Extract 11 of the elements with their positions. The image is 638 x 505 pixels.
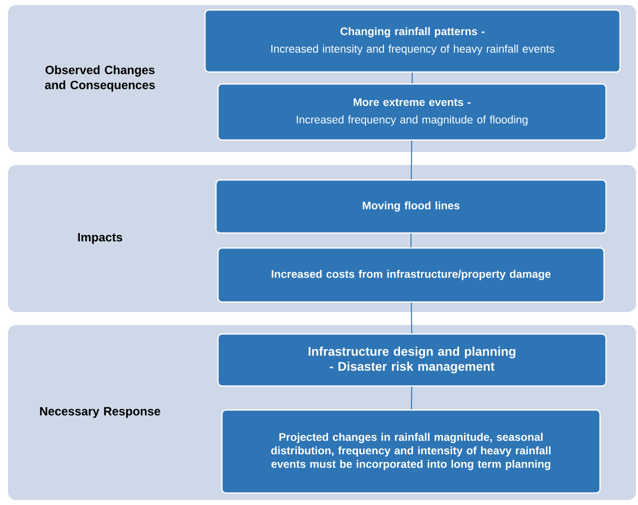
process-box: Moving flood lines (215, 179, 607, 234)
connector-line (410, 233, 412, 248)
process-box: Increased costs from infrastructure/property damage (217, 247, 605, 303)
process-box: Infrastructure design and planning - Disaster risk management (217, 333, 607, 387)
connector-line (410, 140, 412, 180)
connector-line (412, 72, 413, 84)
connector-line (410, 302, 412, 334)
process-box: More extreme events - Increased frequency and magnitude of flooding (217, 83, 607, 141)
process-box: Changing rainfall patterns - Increased intensity and frequency of heavy rainfall events (204, 9, 621, 73)
connector-line (410, 386, 412, 410)
process-box: Projected changes in rainfall magnitude, seasonal distribution, frequency and intensity of heavy rainfall events must be incorporated into long term planning (221, 409, 601, 494)
